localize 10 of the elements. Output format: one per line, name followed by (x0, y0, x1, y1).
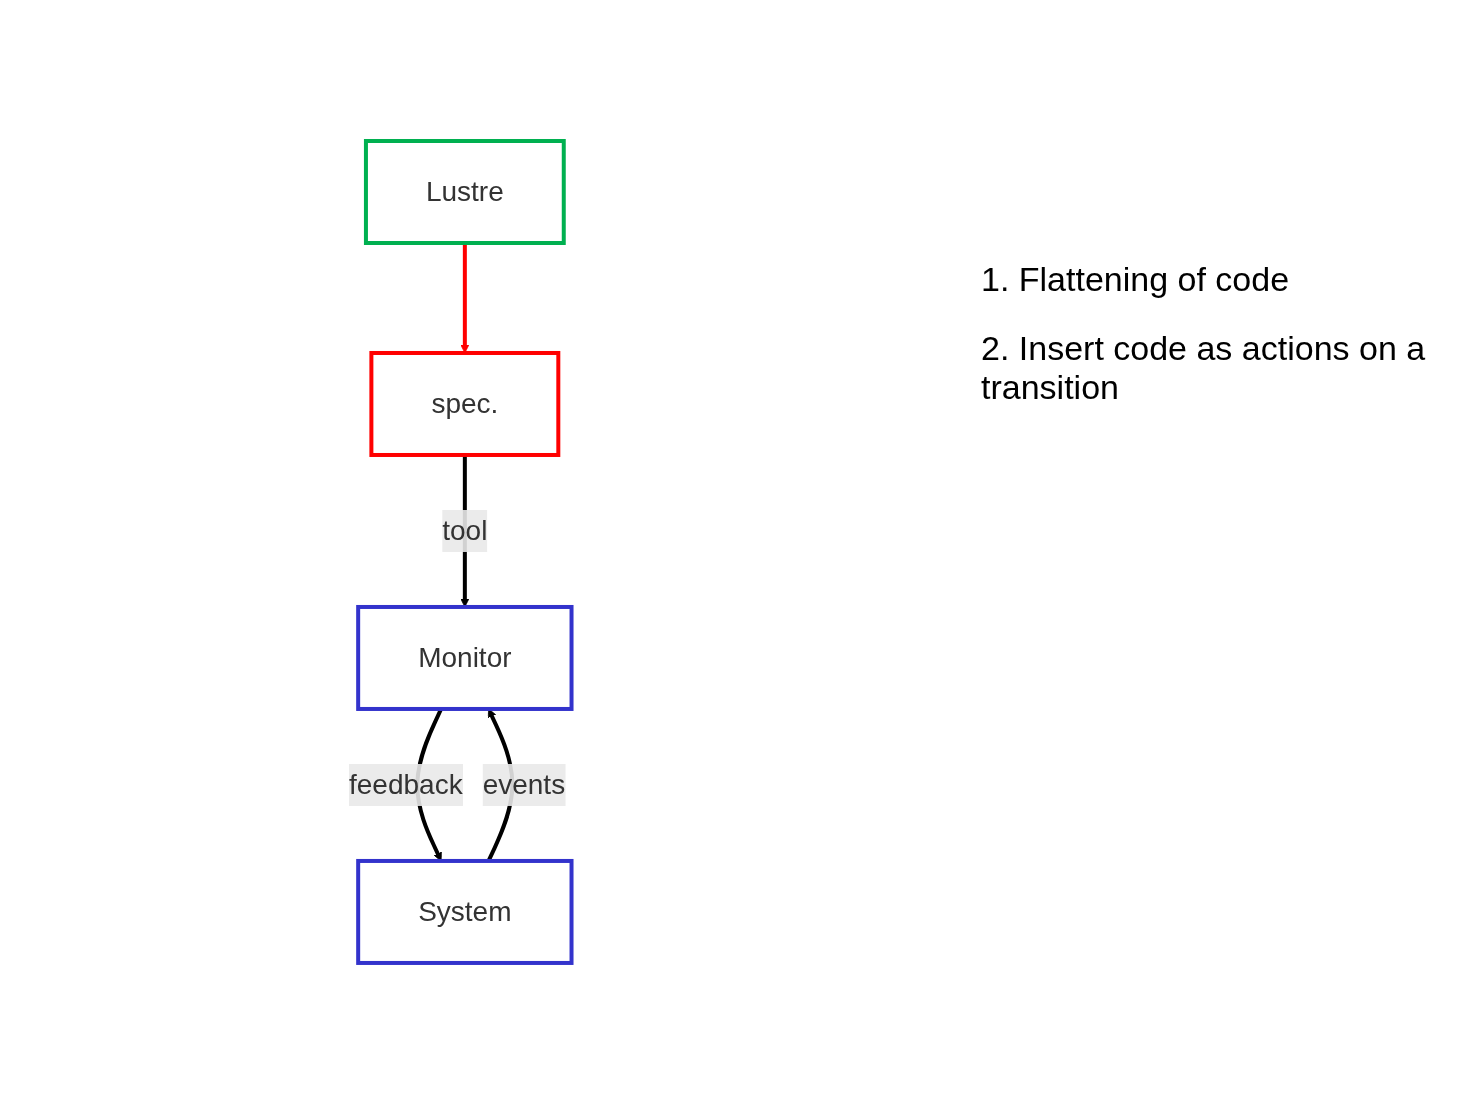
node-box: System (356, 858, 574, 965)
arrow (460, 243, 470, 354)
node-box: spec. (369, 351, 561, 457)
node-box: Monitor (356, 605, 574, 711)
note-text: 2. Insert code as actions on a transition (981, 329, 1427, 407)
edge-label: feedback (349, 768, 463, 800)
edge-label: events (482, 768, 566, 800)
edge-label: tool (442, 514, 488, 546)
node-box: Lustre (364, 139, 566, 245)
note-text: 1. Flattening of code (981, 260, 1291, 299)
